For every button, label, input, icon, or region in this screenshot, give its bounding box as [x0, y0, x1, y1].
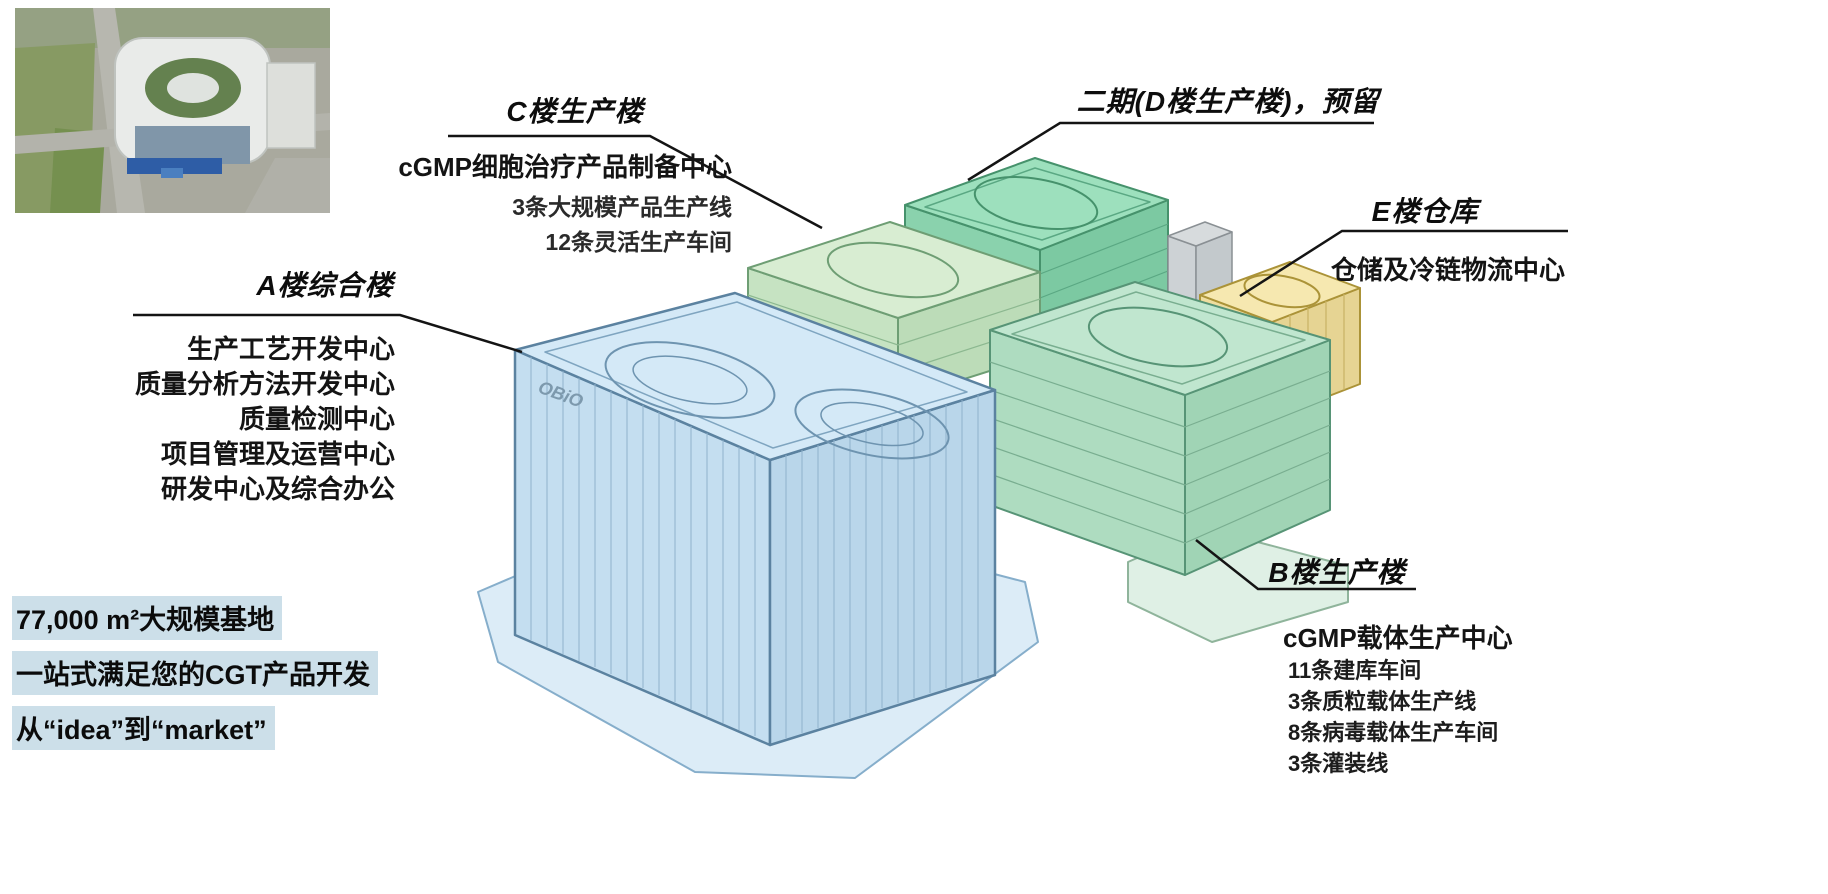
site-summary-text: 77,000 m²大规模基地	[12, 596, 283, 640]
label-building-a-title: A楼综合楼	[256, 270, 394, 301]
aerial-photo	[15, 8, 330, 213]
building-a-line: 质量检测中心	[238, 404, 395, 434]
building-a-line: 质量分析方法开发中心	[134, 369, 395, 399]
building-b-subtitle: cGMP载体生产中心	[1283, 623, 1513, 653]
building-c-info: cGMP细胞治疗产品制备中心 3条大规模产品生产线 12条灵活生产车间	[380, 147, 732, 260]
site-summary-text: 一站式满足您的CGT产品开发	[12, 651, 378, 695]
building-b-line: 11条建库车间	[1288, 658, 1422, 683]
label-building-e-title: E楼仓库	[1371, 196, 1479, 227]
building-b-line: 8条病毒载体生产车间	[1288, 720, 1499, 745]
building-c-line: 3条大规模产品生产线	[512, 194, 732, 220]
site-summary: 77,000 m²大规模基地 一站式满足您的CGT产品开发 从“idea”到“m…	[12, 596, 378, 761]
building-b-info: 11条建库车间 3条质粒载体生产线 8条病毒载体生产车间 3条灌装线	[1288, 655, 1498, 779]
site-summary-line: 一站式满足您的CGT产品开发	[12, 651, 378, 695]
leader-line-b	[1195, 539, 1416, 591]
building-c-subtitle: cGMP细胞治疗产品制备中心	[398, 152, 732, 182]
building-a: OBiO	[513, 291, 997, 747]
site-summary-line: 从“idea”到“market”	[12, 706, 378, 750]
leader-lines	[133, 121, 1568, 591]
building-b-line: 3条质粒载体生产线	[1288, 689, 1477, 714]
building-b	[989, 281, 1331, 576]
building-c-line: 12条灵活生产车间	[545, 229, 732, 255]
building-e-subtitle: 仓储及冷链物流中心	[1330, 255, 1565, 285]
leader-line-e	[1239, 229, 1568, 298]
leader-line-a	[133, 313, 523, 354]
aerial-photo-graphic	[15, 8, 330, 213]
label-building-d-title: 二期(D楼生产楼)，预留	[1076, 86, 1380, 117]
building-b-line: 3条灌装线	[1288, 751, 1389, 776]
leader-line-d	[967, 121, 1374, 182]
site-summary-text: 从“idea”到“market”	[12, 706, 275, 750]
building-a-info: 生产工艺开发中心 质量分析方法开发中心 质量检测中心 项目管理及运营中心 研发中…	[130, 332, 395, 507]
building-a-line: 项目管理及运营中心	[160, 439, 395, 469]
building-a-line: 研发中心及综合办公	[160, 474, 395, 504]
building-a-line: 生产工艺开发中心	[186, 334, 395, 364]
site-summary-line: 77,000 m²大规模基地	[12, 596, 378, 640]
label-building-b-title: B楼生产楼	[1268, 557, 1406, 588]
label-building-c-title: C楼生产楼	[506, 96, 644, 127]
leader-line-c	[448, 134, 823, 230]
